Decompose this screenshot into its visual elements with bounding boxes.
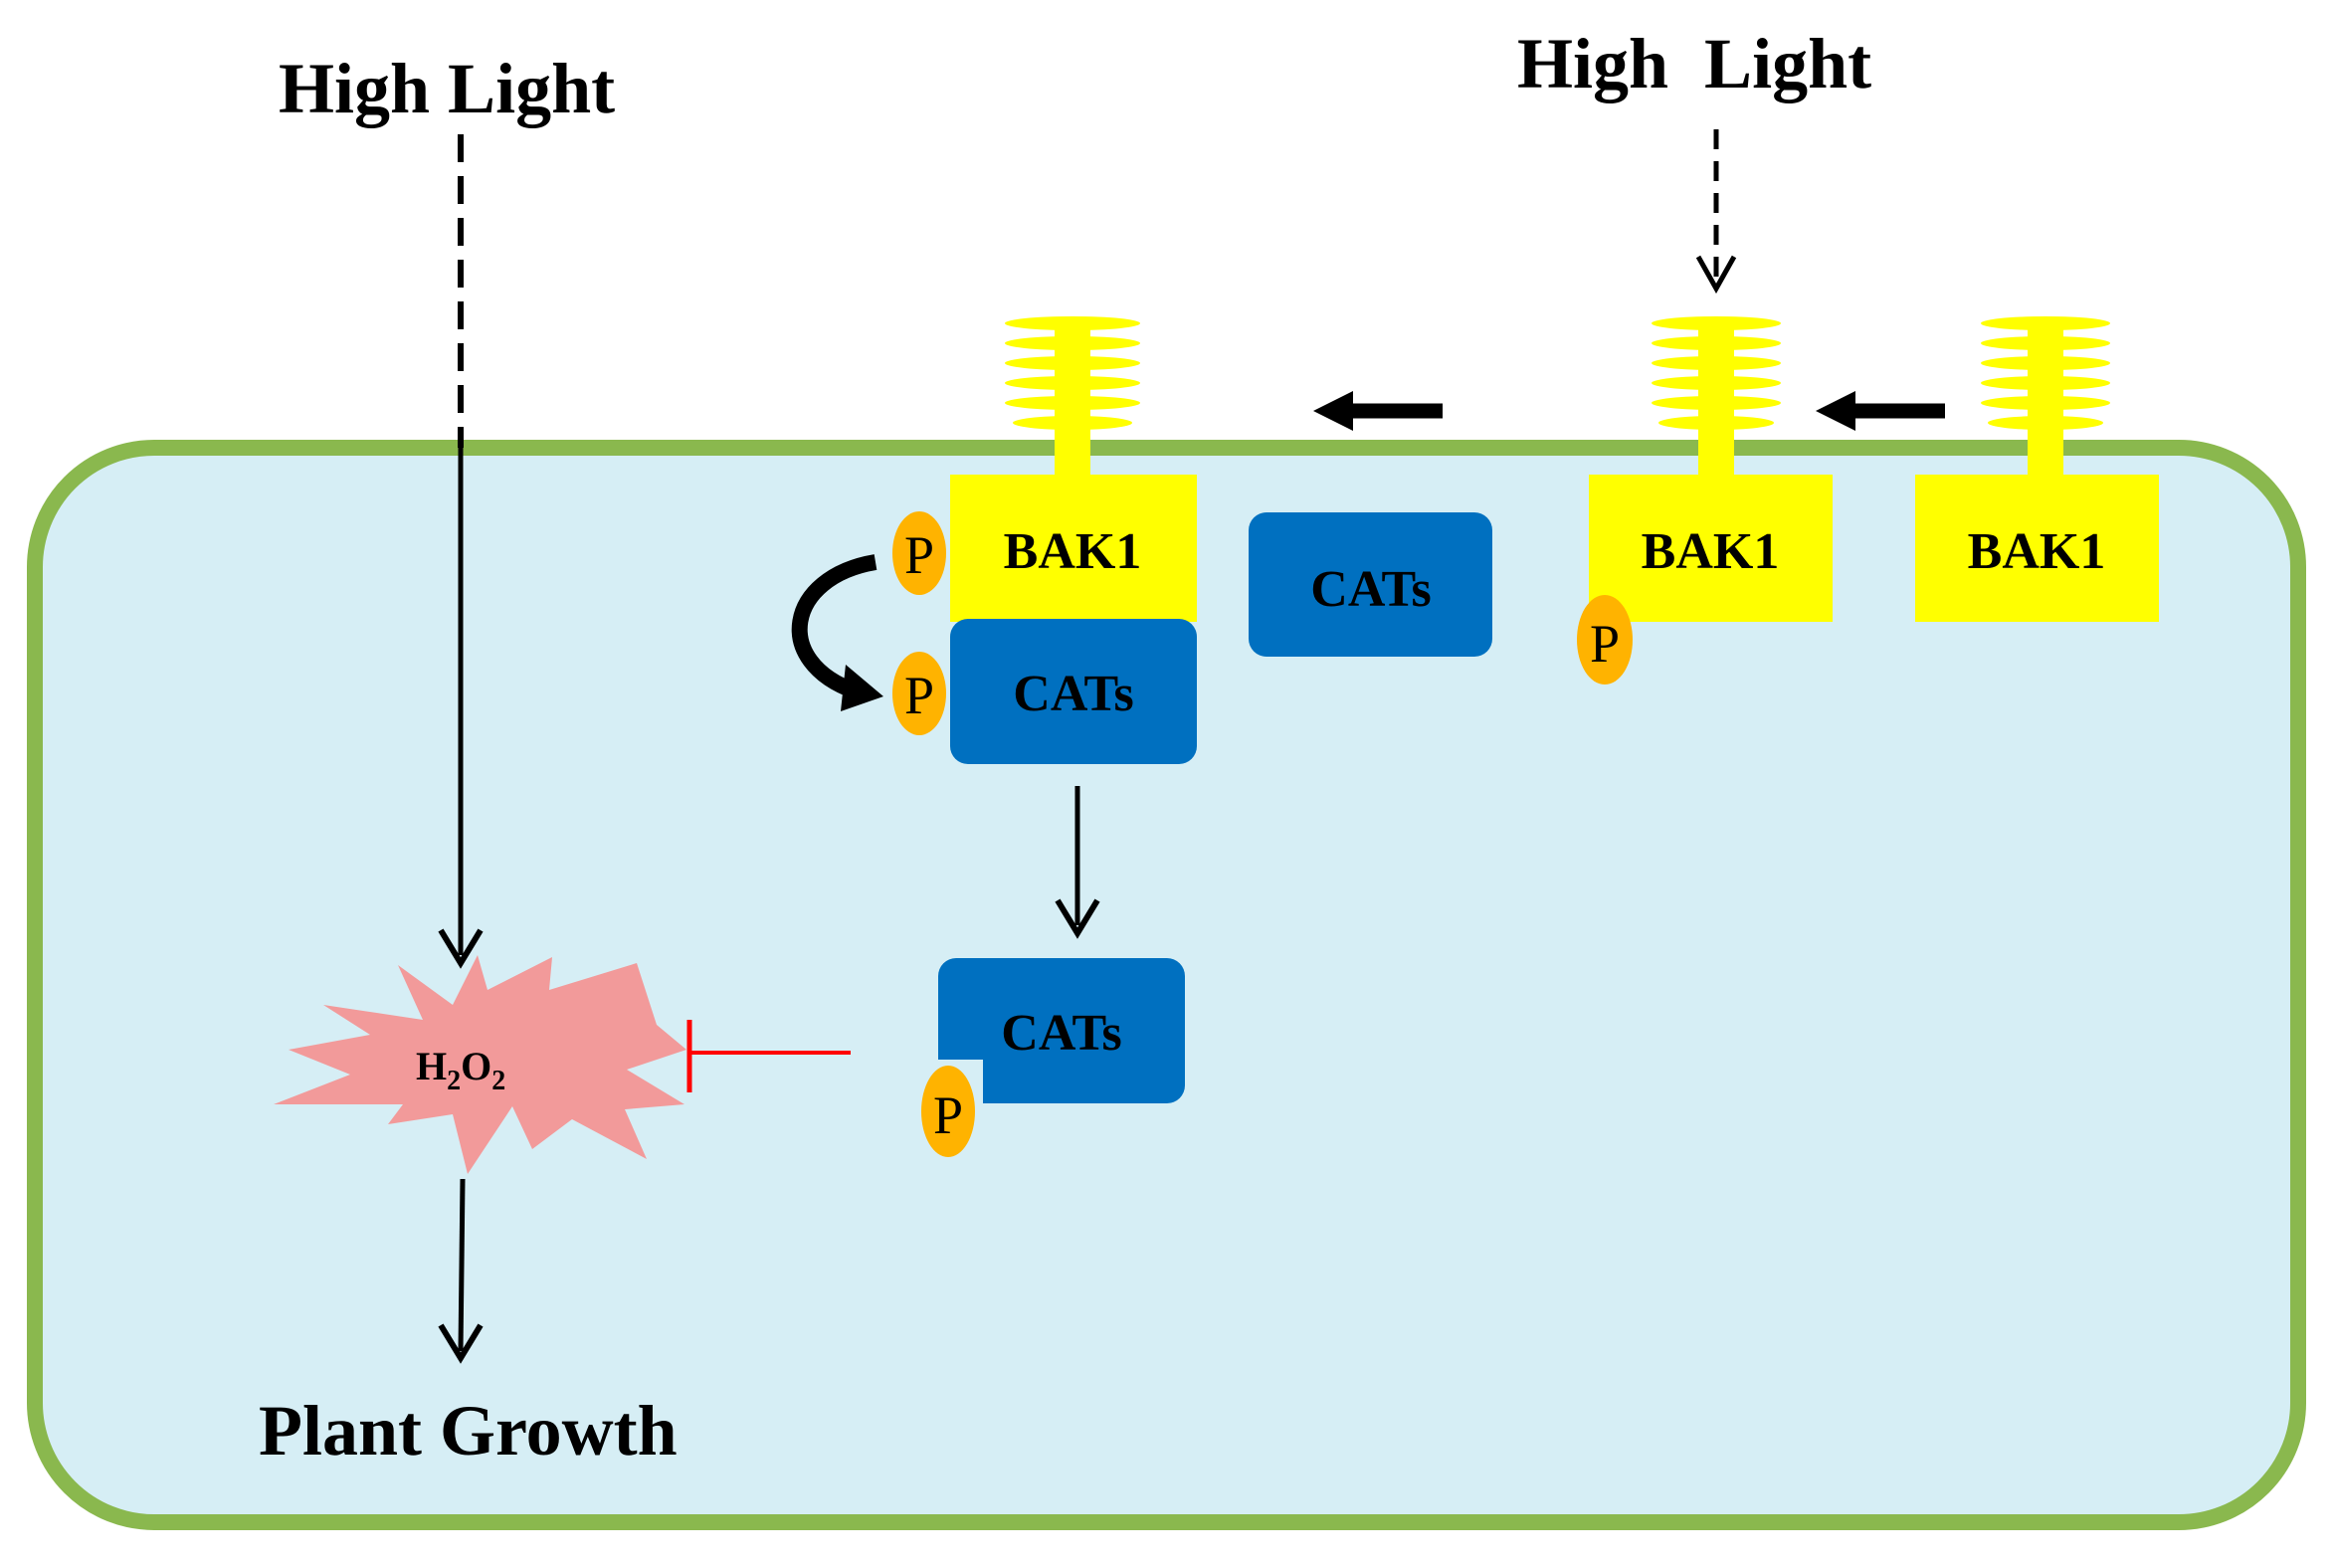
high-light-label-left: High Light [279,49,615,128]
arrowhead-high-light-right [1695,255,1737,294]
cats-bound [950,619,1197,764]
bak1-receptor-right: BAK1 [1915,316,2159,622]
cats-phosphorylated [938,958,1185,1103]
bak1-receptor-left: BAK1 [950,316,1197,622]
cats-free [1249,512,1492,657]
bak1-label-right: BAK1 [1968,523,2106,580]
h2o2-label: H2O2 [416,1044,505,1096]
phospho-cats-bound [892,652,946,735]
movement-arrowhead-right [1816,391,1855,431]
phospho-bak1-left-label: P [904,525,934,585]
cats-free-label: CATs [1310,561,1431,618]
arrowhead-to-h2o2 [438,928,484,969]
cats-phosphorylated-label: CATs [1001,1005,1121,1062]
phospho-cats-free [921,1066,975,1157]
cats-bound-label: CATs [1013,666,1133,722]
arrowhead-to-growth [438,1323,484,1364]
phospho-bak1-left [892,511,946,595]
phospho-bak1-middle-label: P [1590,614,1620,674]
h2o2-burst [274,955,686,1174]
phospho-bak1-middle [1577,595,1633,685]
curved-arrowhead [841,665,883,711]
bak1-receptor-middle: BAK1 [1589,316,1833,622]
bak1-label-middle: BAK1 [1642,523,1780,580]
h2o2-to-growth-arrow [458,1178,466,1352]
high-light-label-right: High Light [1517,24,1871,103]
movement-arrowhead-left [1313,391,1353,431]
phosphorylation-curved-arrow [791,554,877,699]
arrowhead-cats-release [1055,898,1100,939]
bak1-label-left: BAK1 [1004,523,1142,580]
phospho-cats-bound-label: P [904,666,934,725]
plant-growth-label: Plant Growth [259,1391,678,1470]
phospho-cats-free-label: P [933,1085,963,1145]
